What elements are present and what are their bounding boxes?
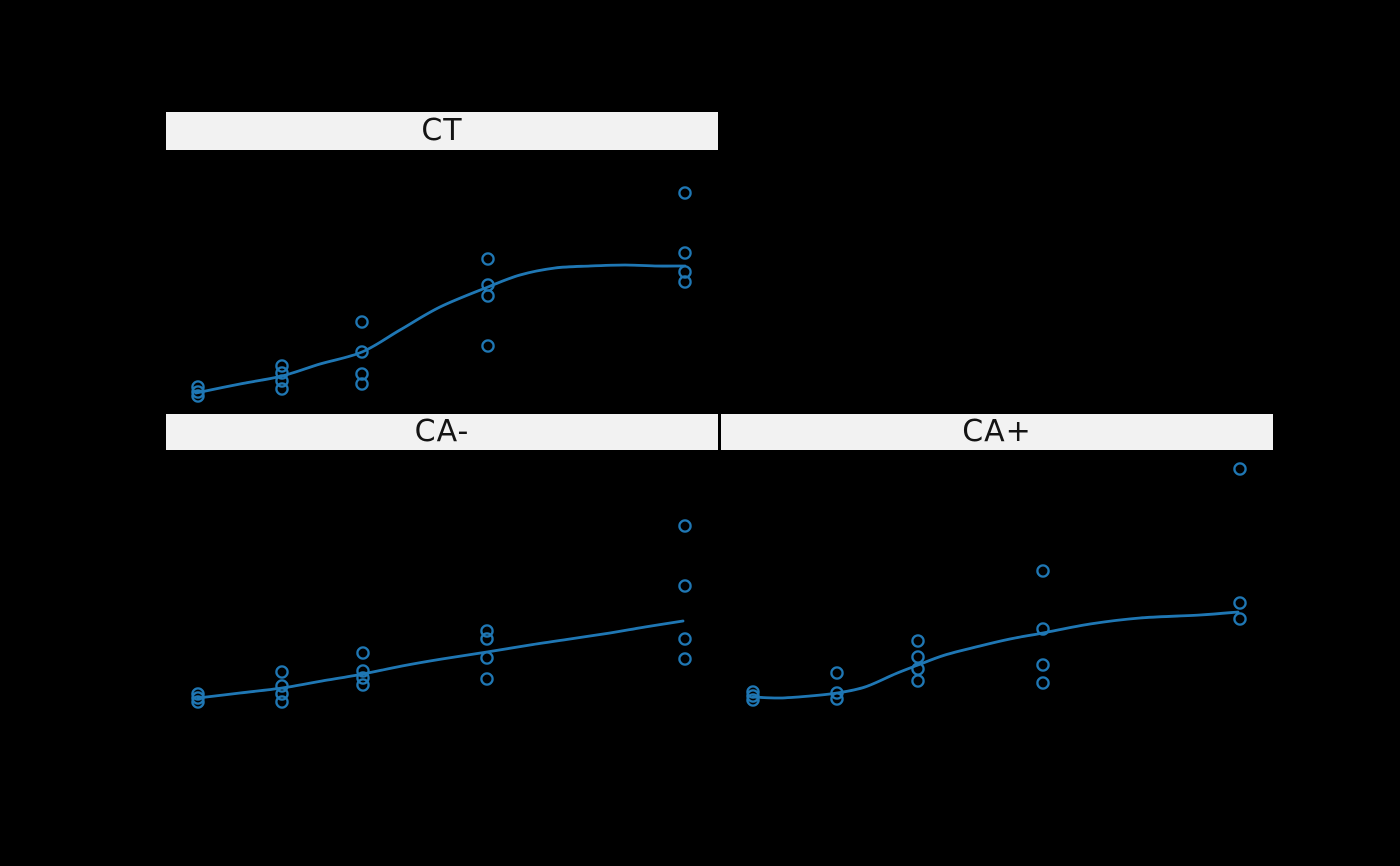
data-point	[480, 624, 494, 638]
data-point	[355, 367, 369, 381]
data-point	[830, 686, 844, 700]
data-point	[275, 665, 289, 679]
data-point	[1233, 462, 1247, 476]
data-point	[191, 687, 205, 701]
facet-strip-ct: CT	[166, 112, 718, 150]
data-point	[275, 695, 289, 709]
smooth-line	[751, 610, 1240, 700]
data-point	[481, 252, 495, 266]
data-point	[481, 339, 495, 353]
data-point	[746, 693, 760, 707]
data-point	[275, 366, 289, 380]
facet-panel-ct	[191, 186, 692, 403]
data-point	[1036, 658, 1050, 672]
data-point	[191, 691, 205, 705]
data-point	[355, 315, 369, 329]
data-point	[1036, 564, 1050, 578]
data-point	[275, 382, 289, 396]
data-point	[678, 652, 692, 666]
data-point	[678, 186, 692, 200]
data-point	[678, 265, 692, 279]
data-point	[678, 275, 692, 289]
data-point	[275, 679, 289, 693]
data-point	[678, 246, 692, 260]
data-point	[911, 634, 925, 648]
data-point	[191, 380, 205, 394]
facet-strip-ca-minus-label: CA-	[414, 414, 470, 449]
facet-panel-ca-minus	[191, 519, 692, 709]
data-point	[191, 695, 205, 709]
data-point	[480, 632, 494, 646]
data-point	[830, 692, 844, 706]
smooth-line	[194, 263, 687, 395]
data-point	[1233, 596, 1247, 610]
data-point	[356, 646, 370, 660]
data-point	[746, 689, 760, 703]
data-point	[678, 519, 692, 533]
facet-strip-ct-label: CT	[421, 113, 463, 148]
data-point	[678, 632, 692, 646]
data-point	[481, 289, 495, 303]
data-point	[746, 685, 760, 699]
data-point	[830, 666, 844, 680]
data-point	[911, 674, 925, 688]
data-point	[1036, 676, 1050, 690]
data-point	[275, 359, 289, 373]
data-point	[911, 650, 925, 664]
data-point	[356, 664, 370, 678]
facet-panel-ca-plus	[746, 462, 1247, 707]
data-point	[356, 678, 370, 692]
data-point	[356, 671, 370, 685]
data-point	[355, 377, 369, 391]
smooth-line	[196, 619, 685, 700]
facet-strip-ca-plus-label: CA+	[962, 414, 1032, 449]
data-point	[191, 385, 205, 399]
data-point	[1036, 622, 1050, 636]
data-point	[355, 345, 369, 359]
data-point	[191, 389, 205, 403]
data-point	[1233, 612, 1247, 626]
data-point	[480, 672, 494, 686]
data-point	[480, 651, 494, 665]
data-point	[275, 687, 289, 701]
data-point	[678, 579, 692, 593]
facet-strip-ca-minus: CA-	[166, 414, 718, 450]
facet-strip-ca-plus: CA+	[721, 414, 1273, 450]
data-point	[275, 374, 289, 388]
